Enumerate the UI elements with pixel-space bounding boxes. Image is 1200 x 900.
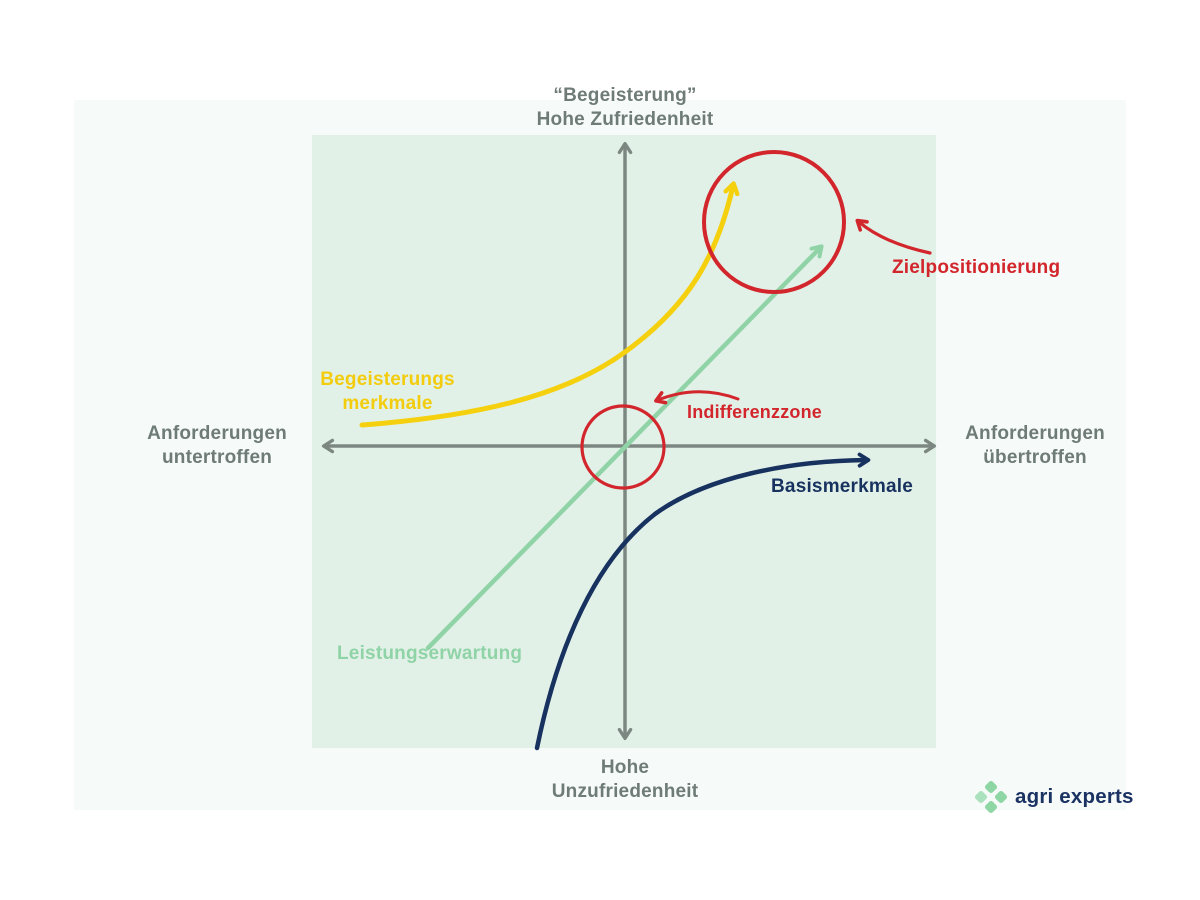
- excitement-curve-label-line1: Begeisterungs: [320, 369, 455, 390]
- axis-label-left: Anforderungen untertroffen: [122, 422, 312, 471]
- axis-label-right-line2: übertroffen: [983, 447, 1087, 469]
- target-positioning-circle: [702, 150, 846, 294]
- target-annotation-arrow: [855, 218, 932, 255]
- clover-diamond-right: [993, 789, 1009, 805]
- basic-curve: [534, 452, 871, 751]
- performance-line-label: Leistungserwartung: [337, 643, 523, 664]
- axis-label-bottom-line2: Unzufriedenheit: [551, 781, 699, 803]
- clover-diamond-left: [973, 789, 989, 805]
- axis-label-top: “Begeisterung” Hohe Zufriedenheit: [425, 84, 825, 133]
- excitement-curve-label-line2: merkmale: [342, 393, 433, 415]
- axis-label-bottom: Hohe Unzufriedenheit: [475, 756, 775, 805]
- indifference-annotation-arrow: [654, 390, 740, 405]
- four-diamond-clover-icon: [973, 779, 1009, 815]
- axis-label-top-line1: “Begeisterung”: [553, 85, 697, 106]
- axis-label-left-line2: untertroffen: [161, 447, 273, 469]
- indifference-zone-label: Indifferenzzone: [687, 402, 823, 422]
- axis-label-top-line2: Hohe Zufriedenheit: [536, 109, 714, 131]
- excitement-curve-label: Begeisterungs merkmale: [300, 368, 475, 417]
- axis-label-left-line1: Anforderungen: [147, 423, 287, 444]
- brand-logo-text: agri experts: [1015, 785, 1134, 808]
- basic-curve-label: Basismerkmale: [771, 476, 914, 497]
- axis-label-right: Anforderungen übertroffen: [940, 422, 1130, 471]
- axis-label-right-line1: Anforderungen: [965, 423, 1105, 444]
- clover-diamond-top: [983, 779, 999, 795]
- axis-label-bottom-line1: Hohe: [600, 757, 650, 778]
- clover-diamond-bottom: [983, 799, 999, 815]
- excitement-curve: [359, 181, 740, 428]
- brand-logo: agri experts: [973, 779, 1134, 815]
- performance-line: [425, 244, 824, 651]
- indifference-zone-circle: [580, 404, 666, 490]
- target-positioning-label: Zielpositionierung: [892, 257, 1061, 278]
